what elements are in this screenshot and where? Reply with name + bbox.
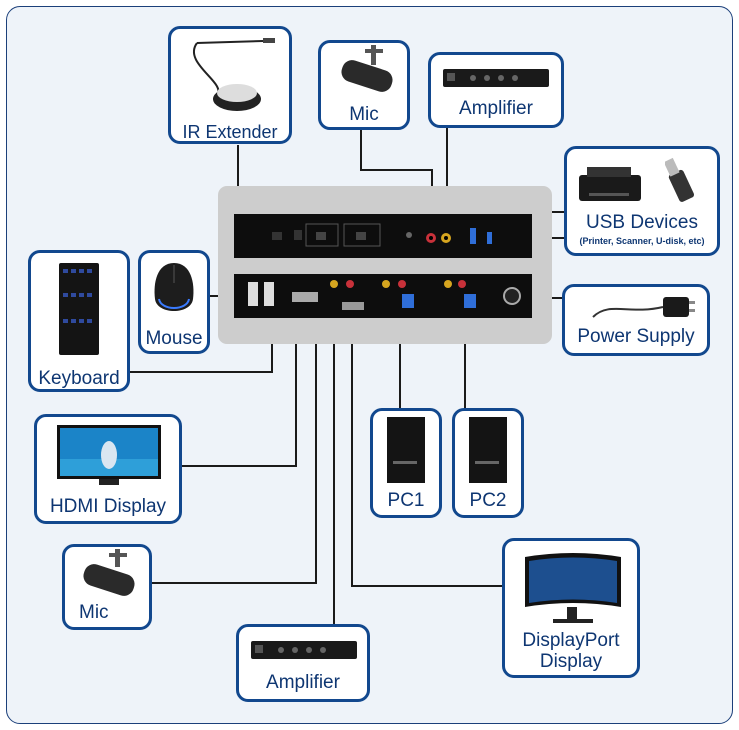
- front-panel: [234, 214, 532, 258]
- amplifier-top-box: Amplifier: [428, 52, 564, 128]
- wire-displayport: [351, 316, 502, 587]
- power-supply-box: Power Supply: [562, 284, 710, 356]
- keyboard-label: Keyboard: [38, 368, 120, 389]
- pc-tower-icon: [387, 417, 425, 483]
- pc1-label: PC1: [387, 490, 425, 511]
- microphone-icon: [83, 549, 135, 596]
- ir-extender-icon: [193, 38, 275, 111]
- usb-drive-icon: [665, 157, 695, 202]
- pc-tower-icon: [469, 417, 507, 483]
- displayport-display-box: DisplayPort Display: [502, 538, 640, 678]
- amplifier-icon: [251, 641, 357, 659]
- microphone-icon: [341, 45, 393, 92]
- usb-devices-sublabel: (Printer, Scanner, U-disk, etc): [579, 236, 705, 246]
- monitor-icon: [57, 425, 161, 485]
- amplifier-top-label: Amplifier: [459, 98, 533, 119]
- mic-bottom-label: Mic: [79, 602, 109, 623]
- printer-icon: [579, 167, 641, 201]
- pc1-box: PC1: [370, 408, 442, 518]
- ir-extender-box: IR Extender: [168, 26, 292, 144]
- monitor-icon: [525, 553, 621, 623]
- kvm-switch: [218, 186, 552, 344]
- usb-devices-box: USB Devices (Printer, Scanner, U-disk, e…: [564, 146, 720, 256]
- hdmi-display-label: HDMI Display: [49, 496, 167, 517]
- displayport-display-label: DisplayPort Display: [522, 630, 620, 672]
- mic-top-box: Mic: [318, 40, 410, 130]
- mic-bottom-box: Mic: [62, 544, 152, 630]
- ir-extender-label: IR Extender: [182, 122, 278, 142]
- mouse-box: Mouse: [138, 250, 210, 354]
- keyboard-icon: [59, 263, 99, 355]
- wire-hdmi: [182, 316, 297, 467]
- amplifier-icon: [443, 69, 549, 87]
- power-adapter-icon: [592, 297, 695, 318]
- mouse-label: Mouse: [145, 328, 203, 349]
- mic-top-label: Mic: [349, 104, 379, 125]
- keyboard-box: Keyboard: [28, 250, 130, 392]
- pc2-box: PC2: [452, 408, 524, 518]
- amplifier-bottom-label: Amplifier: [266, 672, 340, 693]
- usb-devices-label: USB Devices: [586, 212, 698, 233]
- pc2-label: PC2: [469, 490, 507, 511]
- amplifier-bottom-box: Amplifier: [236, 624, 370, 702]
- power-supply-label: Power Supply: [577, 326, 695, 347]
- mouse-icon: [154, 263, 194, 311]
- rear-panel: [234, 274, 532, 318]
- hdmi-display-box: HDMI Display: [34, 414, 182, 524]
